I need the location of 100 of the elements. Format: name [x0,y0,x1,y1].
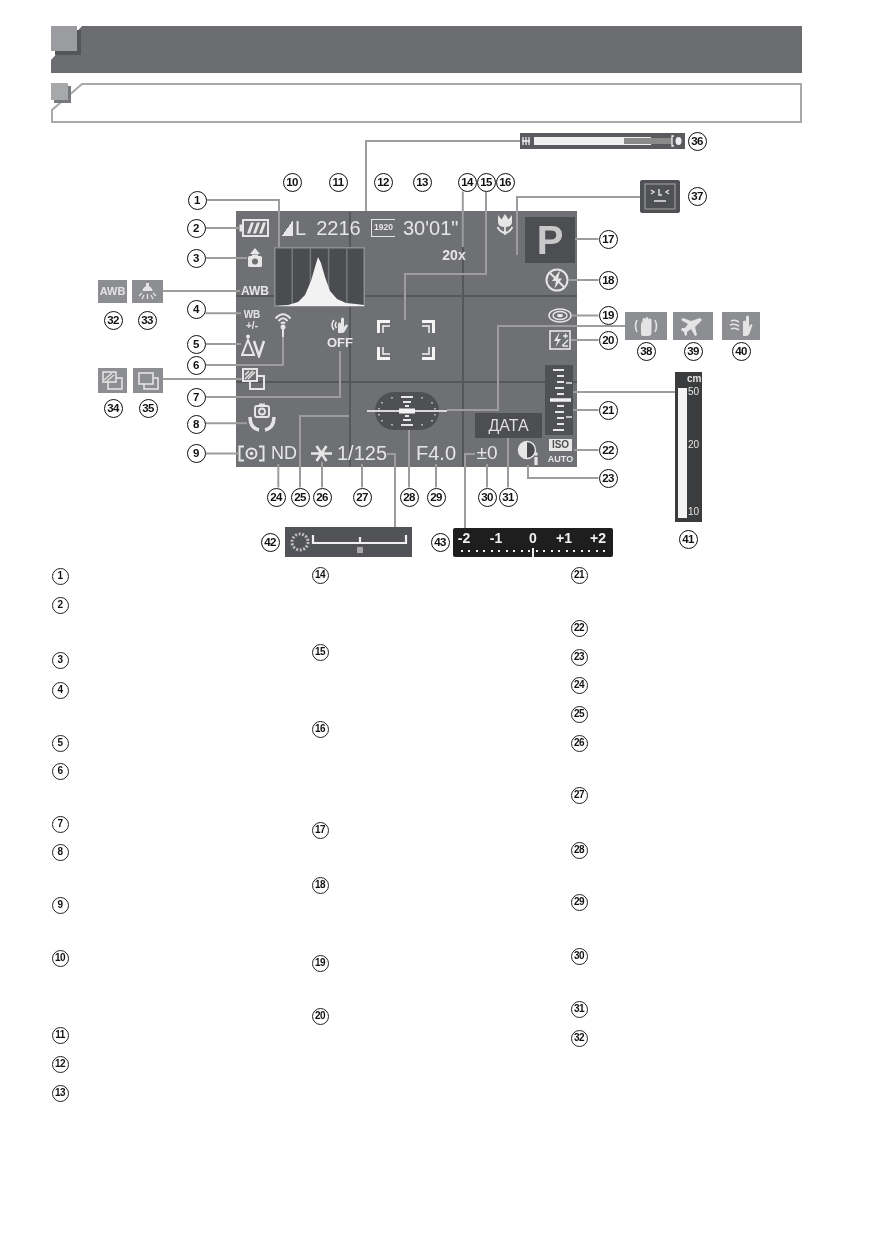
leader-line [568,279,600,281]
callout-number: 15 [311,643,329,661]
callout-number: 21 [598,400,618,420]
callout-number: 30 [477,487,497,507]
callout-number: 8 [186,414,206,434]
scale-bar [285,527,412,557]
callout-number: 5 [186,334,206,354]
callout-number: 34 [103,398,123,418]
callout-number: 22 [598,440,618,460]
mode-badge: P [525,217,575,263]
scale-value: -2 [456,529,472,548]
callout-number: 3 [186,248,206,268]
callout-number: 20 [598,330,618,350]
shutter-speed: 1/125 [337,442,387,464]
camera-orientation-icon [247,248,263,268]
leader-line [404,190,487,321]
callout-number: 2 [186,218,206,238]
leader-line [361,463,363,489]
callout-number: 5 [51,734,69,752]
focus-frame [377,320,435,360]
callout-number: 1 [51,567,69,585]
callout-number: 14 [311,566,329,584]
callout-number: 24 [570,676,588,694]
scale-value: 50 [688,386,701,398]
callout-number: 33 [137,310,157,330]
leader-line [461,190,464,248]
leader-line [204,336,284,366]
callout-number: 31 [498,487,518,507]
callout-number: 18 [311,876,329,894]
airplane-icon [673,312,713,340]
off-label: OFF [323,335,357,351]
stacked-frames-icon [242,368,265,390]
stacked-frames-icon [133,368,163,393]
leader-line [435,463,437,489]
callout-number: 4 [51,681,69,699]
exposure-scale [453,528,613,557]
callout-number: 13 [51,1084,69,1102]
leader-line [277,463,280,489]
callout-number: 8 [51,843,69,861]
callout-number: 7 [186,387,206,407]
callout-number: 19 [311,954,329,972]
callout-number: 12 [373,172,393,192]
callout-number: 31 [570,1000,588,1018]
leader-line [204,350,341,398]
scale-unit: cm [687,373,702,385]
callout-number: 3 [51,651,69,669]
callout-number: 15 [476,172,496,192]
battery-icon [239,219,269,237]
callout-number: 32 [103,310,123,330]
aperture-value: F4.0 [416,442,456,464]
callout-number: 38 [636,341,656,361]
contrast-icon [517,440,540,465]
flash-off-icon [545,268,569,292]
leader-line [464,453,476,529]
leader-line [205,199,280,248]
camera-screen [236,211,577,467]
shots-remaining-count: 2216 [316,218,361,238]
leader-line [446,325,626,411]
leader-line [204,257,248,259]
callout-number: 16 [495,172,515,192]
scale-value: +1 [555,529,573,548]
callout-number: 39 [683,341,703,361]
leader-line [299,415,350,489]
callout-number: 17 [311,821,329,839]
callout-number: 26 [312,487,332,507]
zoom-bar [520,133,685,149]
leader-line [486,463,488,489]
callout-number: 25 [570,705,588,723]
callout-number: 37 [687,186,707,206]
leader-line [365,140,521,212]
leader-line [162,290,241,292]
callout-number: 17 [598,229,618,249]
leader-line [321,461,323,489]
callout-number: 19 [598,305,618,325]
movie-size-label: 1920 [371,219,395,237]
metering-icon [238,445,265,462]
auto-label: AUTO [547,453,574,465]
hand-waves-icon [722,312,760,340]
callout-number: 16 [311,720,329,738]
callout-number: 22 [570,619,588,637]
callout-number: 25 [290,487,310,507]
callout-number: 28 [399,487,419,507]
scale-value: -1 [488,529,504,548]
callout-number: 14 [457,172,477,192]
leader-line [572,409,600,411]
hatched-frames-icon [98,368,127,393]
callout-number: 30 [570,947,588,965]
scale-value: 0 [528,529,538,548]
leader-line [516,196,641,256]
nd-label: ND [271,443,297,464]
callout-number: 10 [51,949,69,967]
face-icon [640,180,680,213]
callout-number: 21 [570,566,588,584]
vertical-scale-icon [545,365,573,435]
callout-number: 6 [186,355,206,375]
callout-number: 7 [51,815,69,833]
image-size-label: L [282,218,308,238]
callout-number: 41 [678,529,698,549]
wifi-icon [273,310,293,337]
callout-number: 2 [51,596,69,614]
